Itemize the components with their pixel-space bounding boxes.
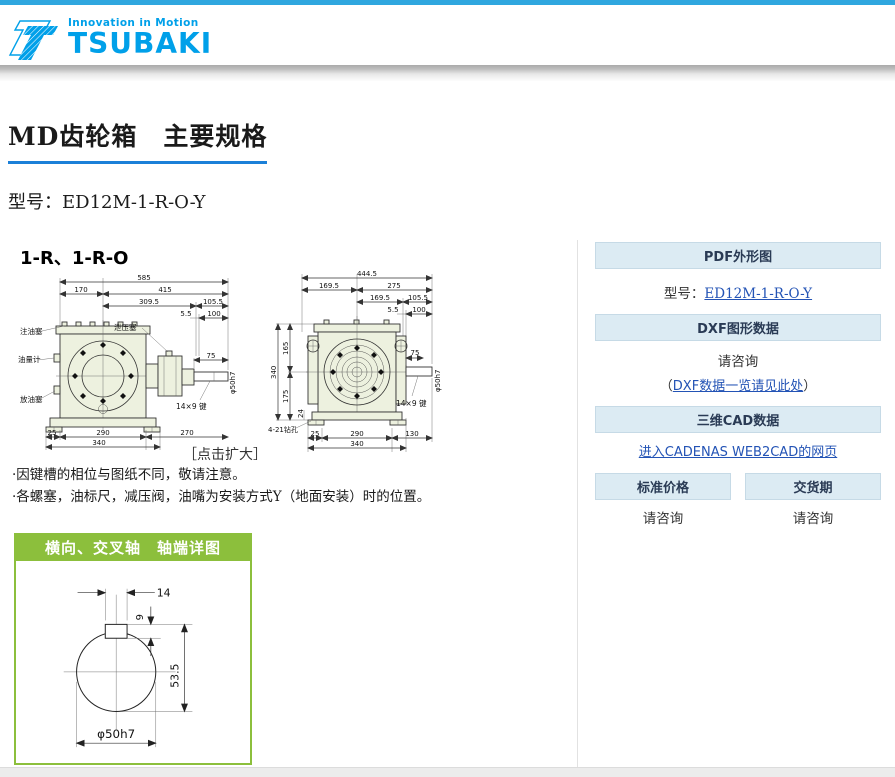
site-header: Innovation in Motion TSUBAKI	[0, 5, 895, 65]
shaft-end-detail-body: 14 9 53.5 φ50h7	[16, 561, 250, 763]
shaft-diameter-label: φ50h7	[97, 727, 135, 741]
dim-label: 14	[156, 587, 170, 600]
logo-tagline: Innovation in Motion	[68, 17, 199, 29]
dim-label: 5.5	[180, 310, 191, 318]
pdf-model-row: 型号：ED12M-1-R-O-Y	[595, 282, 881, 302]
price-delivery-headers: 标准价格 交货期	[595, 473, 881, 500]
drawing-panel: 1-R、1-R-O 585 170 415 309.5 105.5 5.5 10…	[10, 240, 578, 769]
key-size-label: 14×9 键	[396, 398, 427, 408]
dim-label: 130	[405, 430, 418, 438]
drain-plug-label: 放油塞	[20, 394, 43, 404]
dim-label: 25	[48, 429, 57, 437]
figure-heading: 1-R、1-R-O	[20, 248, 129, 269]
price-delivery-values: 请咨询 请咨询	[595, 507, 881, 527]
pdf-model-link[interactable]: ED12M-1-R-O-Y	[704, 286, 813, 302]
dim-label: 270	[180, 429, 193, 437]
dim-label: 105.5	[408, 294, 428, 302]
dxf-list-link[interactable]: DXF数据一览请见此处	[672, 379, 804, 394]
cad-link-line: 进入CADENAS WEB2CAD的网页	[595, 441, 881, 460]
logo-wordmark: TSUBAKI	[68, 26, 213, 61]
note-line: ·各螺塞，油标尺，减压阀，油嘴为安装方式Y（地面安装）时的位置。	[12, 489, 431, 506]
shaft-end-detail-box: 横向、交叉轴 轴端详图 14	[14, 533, 252, 765]
shaft-end-detail-drawing: 14 9 53.5 φ50h7	[63, 587, 192, 748]
dim-label: 290	[96, 429, 109, 437]
dim-label: 53.5	[168, 664, 181, 688]
dim-label: 169.5	[319, 282, 339, 290]
pdf-outline-header: PDF外形图	[595, 242, 881, 269]
shaft-end-detail-header: 横向、交叉轴 轴端详图	[16, 535, 250, 561]
dim-label: 309.5	[139, 298, 159, 306]
header-divider	[0, 65, 895, 81]
dim-label: 165	[282, 342, 290, 355]
dim-label: 100	[412, 306, 425, 314]
key-size-label: 14×9 键	[176, 401, 207, 411]
dxf-data-header: DXF图形数据	[595, 314, 881, 341]
gearbox-front-view-drawing: 444.5 169.5 275 169.5 105.5 5.5 100 340 …	[268, 270, 442, 452]
figure-left-drawing[interactable]: 585 170 415 309.5 105.5 5.5 100	[18, 270, 268, 460]
dxf-link-suffix: ）	[803, 379, 817, 394]
gearbox-side-view-drawing: 585 170 415 309.5 105.5 5.5 100	[18, 274, 237, 450]
dim-label: 585	[137, 274, 150, 282]
delivery-time-header: 交货期	[745, 473, 881, 500]
dim-label: 105.5	[203, 298, 223, 306]
oil-gauge-label: 油量计	[18, 354, 41, 364]
dxf-consult-text: 请咨询	[717, 354, 759, 370]
logo-text: Innovation in Motion TSUBAKI	[68, 14, 212, 58]
dim-label: 25	[311, 430, 320, 438]
dim-label: 340	[350, 440, 363, 448]
dim-label: 24	[297, 409, 305, 418]
drill-holes-label: 4-21钻孔	[268, 425, 298, 434]
dim-label: 444.5	[357, 270, 377, 278]
shaft-diameter-label: φ50h7	[229, 372, 237, 394]
cad-data-header: 三维CAD数据	[595, 406, 881, 433]
standard-price-header: 标准价格	[595, 473, 731, 500]
dxf-link-prefix: （	[659, 379, 673, 394]
figure-right-drawing[interactable]: 444.5 169.5 275 169.5 105.5 5.5 100 340 …	[266, 268, 451, 460]
tsubaki-logo[interactable]: Innovation in Motion TSUBAKI	[8, 14, 212, 62]
tsubaki-logo-icon	[8, 20, 58, 60]
web2cad-link[interactable]: 进入CADENAS WEB2CAD的网页	[638, 445, 838, 460]
fill-plug-label: 注油塞	[20, 326, 43, 336]
page-bottom-strip	[0, 767, 895, 777]
dim-label: 5.5	[387, 306, 398, 314]
dim-label: 275	[387, 282, 400, 290]
top-accent-bar	[0, 0, 895, 5]
delivery-time-value: 请咨询	[792, 511, 834, 527]
page-title: MD齿轮箱 主要规格	[8, 117, 268, 164]
dim-label: 415	[158, 286, 171, 294]
dim-label: 75	[207, 352, 216, 360]
dim-label: 340	[270, 366, 278, 379]
pdf-model-label: 型号：	[663, 286, 705, 302]
dim-label: 175	[282, 390, 290, 403]
dim-label: 75	[411, 349, 420, 357]
standard-price-value: 请咨询	[642, 511, 684, 527]
figure-notes: ·因键槽的相位与图纸不同，敬请注意。 ·各螺塞，油标尺，减压阀，油嘴为安装方式Y…	[12, 464, 430, 509]
relief-plug-label: 泄压塞	[114, 322, 137, 332]
model-number-line: 型号：ED12M-1-R-O-Y	[8, 192, 206, 213]
dim-label: 290	[350, 430, 363, 438]
download-sidebar: PDF外形图 型号：ED12M-1-R-O-Y DXF图形数据 请咨询 （DXF…	[595, 242, 881, 527]
shaft-diameter-label: φ50h7	[434, 370, 442, 392]
dxf-link-line: （DXF数据一览请见此处）	[595, 375, 881, 394]
dim-label: 169.5	[370, 294, 390, 302]
click-to-enlarge-caption: ［点击扩大］	[183, 447, 267, 463]
dim-label: 9	[134, 614, 145, 620]
dim-label: 170	[74, 286, 87, 294]
dim-label: 100	[207, 310, 220, 318]
dim-label: 340	[92, 439, 105, 447]
note-line: ·因键槽的相位与图纸不同，敬请注意。	[12, 467, 246, 483]
